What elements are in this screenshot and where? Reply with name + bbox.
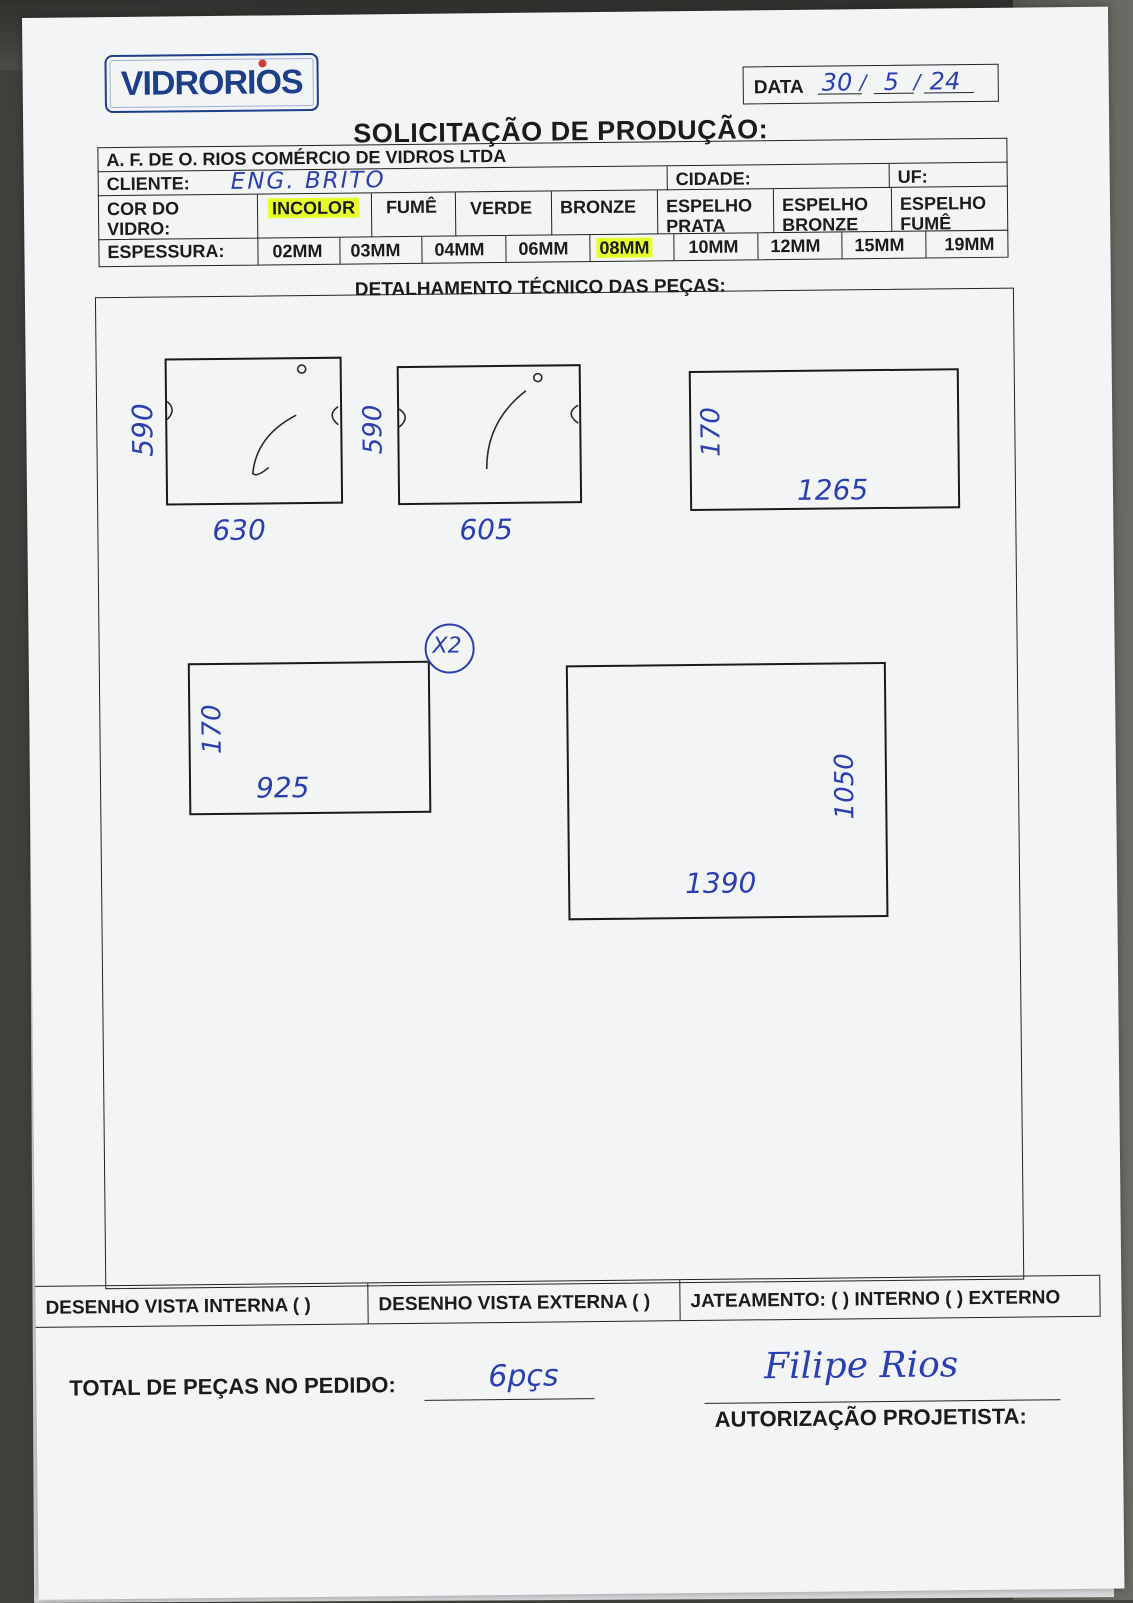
production-form-sheet: VIDRORIOS DATA 30 / 5 / 24 SOLICITAÇÃO D… (22, 6, 1125, 1600)
piece-1-outline (164, 356, 344, 506)
piece-3-width: 1265 (796, 473, 869, 507)
piece-4-quantity: X2 (432, 633, 462, 659)
authorization-label: AUTORIZAÇÃO PROJETISTA: (714, 1403, 1027, 1432)
piece-5-height: 1050 (829, 753, 861, 820)
piece-1-hole (296, 364, 307, 374)
piece-2-outline (396, 364, 583, 506)
piece-2-height: 590 (358, 404, 389, 455)
piece-5-outline (565, 661, 889, 921)
piece-1-handle-curve (251, 414, 297, 476)
piece-2-handle-curve (485, 390, 527, 470)
total-pieces-label: TOTAL DE PEÇAS NO PEDIDO: (69, 1372, 396, 1401)
piece-2-hole (532, 372, 543, 383)
piece-1-notch-left (166, 400, 173, 421)
piece-1-notch-right (331, 406, 339, 426)
sketch-layer (164, 356, 961, 921)
piece-4-outline (187, 660, 432, 816)
piece-2-notch-right (570, 404, 579, 424)
sandblasting-option[interactable]: JATEAMENTO: ( ) INTERNO ( ) EXTERNO (679, 1275, 1101, 1321)
piece-1-height: 590 (126, 403, 160, 457)
external-view-label: DESENHO VISTA EXTERNA ( ) (378, 1291, 651, 1316)
piece-3-outline (688, 368, 961, 512)
piece-5-width: 1390 (684, 866, 757, 901)
designer-signature: Filipe Rios (763, 1344, 959, 1388)
piece-1-width: 630 (212, 513, 267, 548)
piece-4-height: 170 (197, 704, 228, 755)
total-pieces-value[interactable]: 6pçs (488, 1358, 559, 1395)
piece-4-width: 925 (255, 771, 310, 805)
internal-view-label: DESENHO VISTA INTERNA ( ) (45, 1295, 311, 1319)
piece-2-width: 605 (459, 512, 514, 547)
internal-view-option[interactable]: DESENHO VISTA INTERNA ( ) (35, 1283, 367, 1326)
piece-4-qty-circle (424, 623, 475, 674)
piece-2-notch-left (398, 408, 406, 428)
piece-3-height: 170 (696, 407, 727, 457)
sandblasting-label: JATEAMENTO: ( ) INTERNO ( ) EXTERNO (690, 1287, 1061, 1313)
external-view-option[interactable]: DESENHO VISTA EXTERNA ( ) (367, 1280, 681, 1324)
